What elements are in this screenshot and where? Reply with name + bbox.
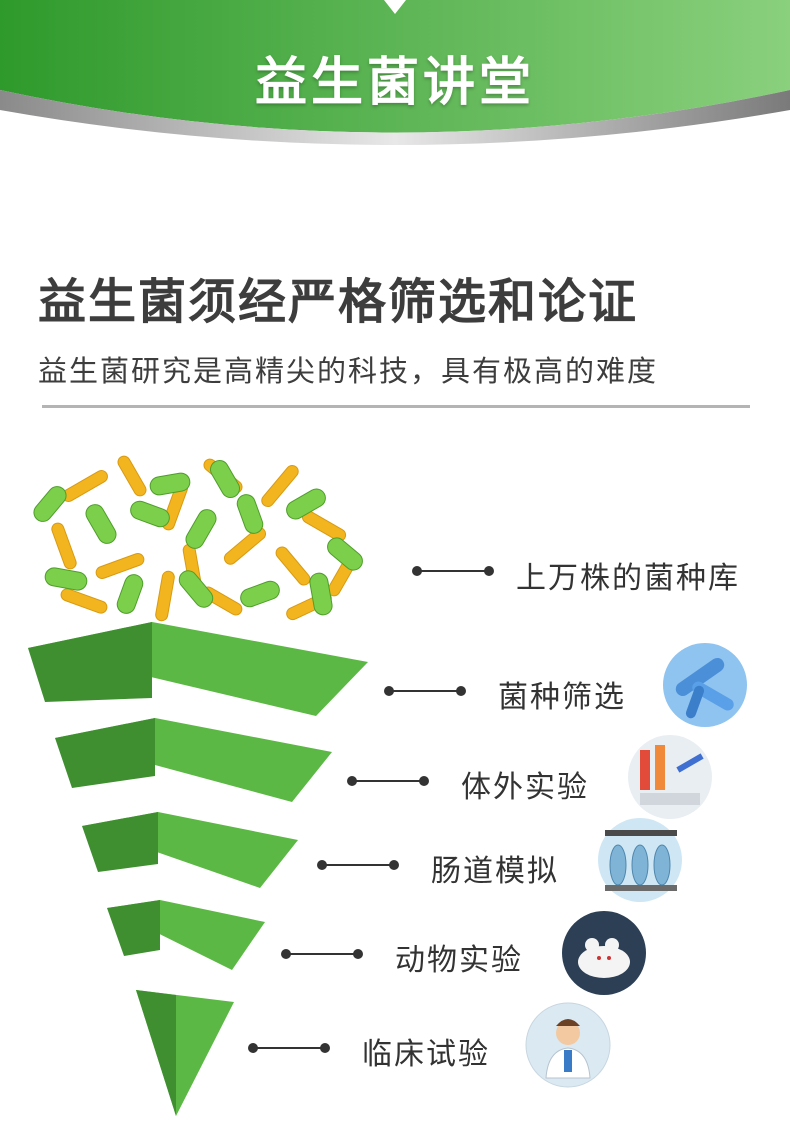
connector-line [323, 864, 393, 866]
funnel-tier-3 [82, 812, 298, 888]
bacteria-cluster-illustration [33, 455, 363, 622]
page-subtitle: 益生菌研究是高精尖的科技，具有极高的难度 [38, 354, 659, 388]
connector-dot [320, 1043, 330, 1053]
connector-dot [281, 949, 291, 959]
stage-label-animal-test: 动物实验 [395, 943, 523, 978]
doctor-illustration [525, 1002, 611, 1088]
connector-line [418, 570, 488, 572]
lab-test-tubes-photo [628, 735, 712, 819]
connector-line [287, 953, 357, 955]
stage-label-clinical-trial: 临床试验 [362, 1037, 490, 1072]
connector-dot [384, 686, 394, 696]
connector-dot [347, 776, 357, 786]
connector-line [254, 1047, 324, 1049]
funnel-tier-4 [107, 900, 265, 970]
connector-dot [248, 1043, 258, 1053]
connector-dot [353, 949, 363, 959]
connector-dot [389, 860, 399, 870]
connector-line [353, 780, 423, 782]
connector-dot [456, 686, 466, 696]
funnel-tier-2 [55, 718, 332, 802]
header-title: 益生菌讲堂 [254, 53, 535, 113]
connector-dot [419, 776, 429, 786]
white-mouse-photo [562, 911, 646, 995]
microscope-bacteria-photo [663, 643, 747, 727]
funnel-tier-1 [28, 622, 368, 716]
stage-label-in-vitro: 体外实验 [461, 770, 589, 805]
stage-label-strain-screening: 菌种筛选 [498, 680, 626, 715]
fermentation-apparatus-photo [598, 818, 682, 902]
header-banner [0, 0, 790, 145]
stage-label-strain-library: 上万株的菌种库 [516, 561, 740, 596]
funnel-tier-5 [136, 990, 234, 1116]
connector-dot [484, 566, 494, 576]
page-title: 益生菌须经严格筛选和论证 [38, 274, 639, 330]
connector-line [390, 690, 460, 692]
stage-label-gut-simulation: 肠道模拟 [431, 854, 559, 889]
connector-dot [412, 566, 422, 576]
divider [42, 405, 750, 408]
connector-dot [317, 860, 327, 870]
